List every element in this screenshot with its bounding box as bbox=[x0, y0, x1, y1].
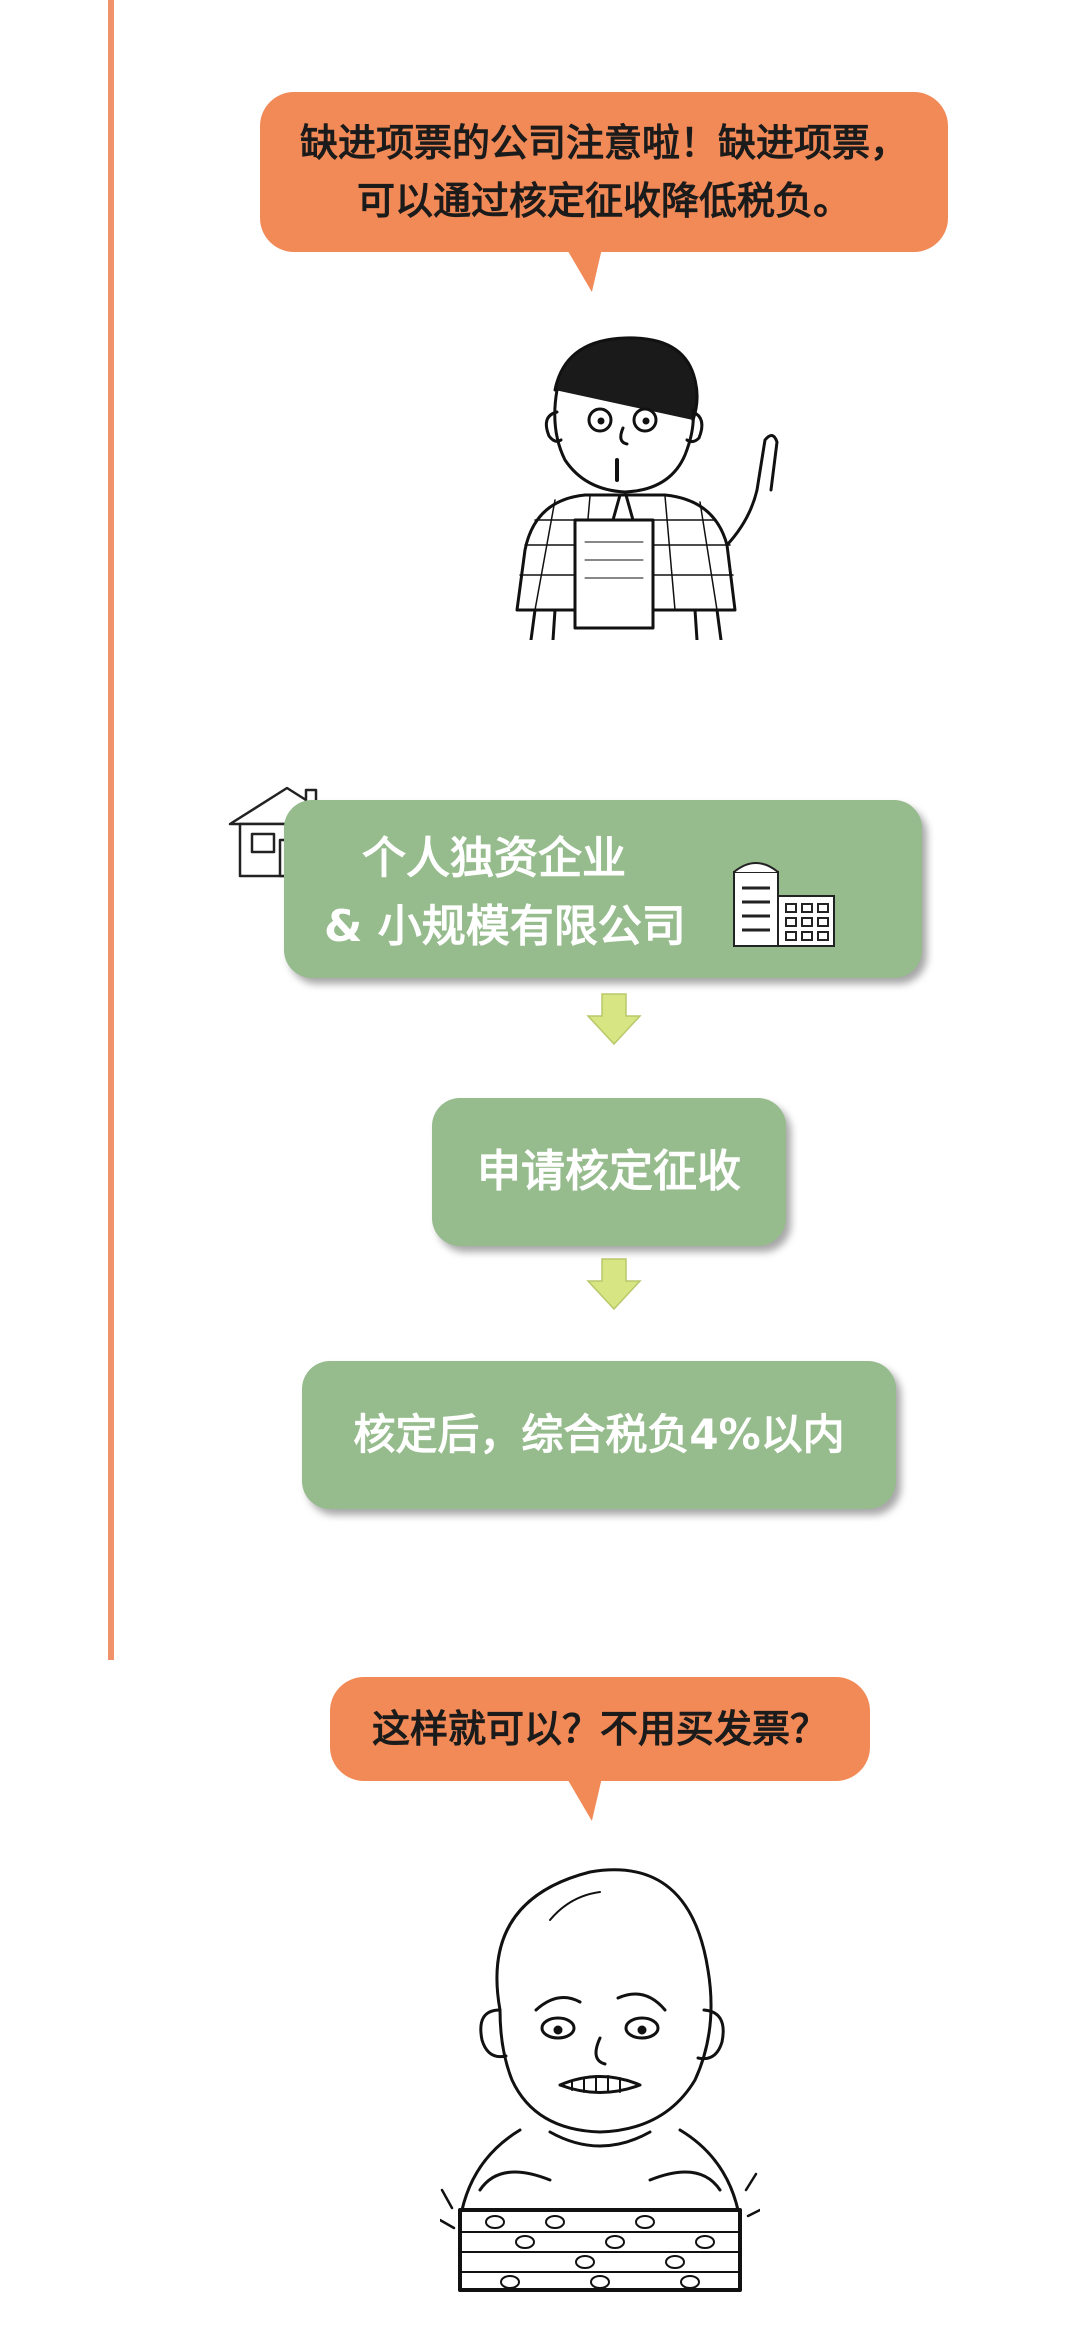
bubble-tail bbox=[566, 1777, 610, 1821]
man-pointing-illustration bbox=[515, 336, 779, 640]
speech-bubble-bottom: 这样就可以？不用买发票？ bbox=[330, 1677, 870, 1821]
apply-step-label: 申请核定征收 bbox=[477, 1146, 741, 1197]
down-arrow-icon bbox=[586, 993, 642, 1046]
bubble-top-line1: 缺进项票的公司注意啦！缺进项票， bbox=[299, 121, 908, 165]
bubble-top-line2: 可以通过核定征收降低税负。 bbox=[356, 179, 851, 223]
entity-line2: & 小规模有限公司 bbox=[324, 901, 686, 952]
entity-line1: 个人独资企业 bbox=[362, 833, 626, 884]
entity-types-box: 个人独资企业 & 小规模有限公司 bbox=[284, 800, 922, 978]
result-step-label: 核定后，综合税负4%以内 bbox=[353, 1410, 845, 1459]
speech-bubble-top: 缺进项票的公司注意啦！缺进项票， 可以通过核定征收降低税负。 bbox=[260, 92, 948, 292]
result-step-box: 核定后，综合税负4%以内 bbox=[302, 1361, 896, 1509]
timeline-line bbox=[108, 0, 114, 1660]
bald-man-abacus-illustration bbox=[440, 1868, 760, 2292]
bubble-bottom-text: 这样就可以？不用买发票？ bbox=[371, 1707, 828, 1751]
apply-step-box: 申请核定征收 bbox=[432, 1098, 786, 1246]
bubble-tail bbox=[566, 248, 610, 292]
down-arrow-icon bbox=[586, 1258, 642, 1311]
office-building-icon bbox=[733, 862, 835, 947]
